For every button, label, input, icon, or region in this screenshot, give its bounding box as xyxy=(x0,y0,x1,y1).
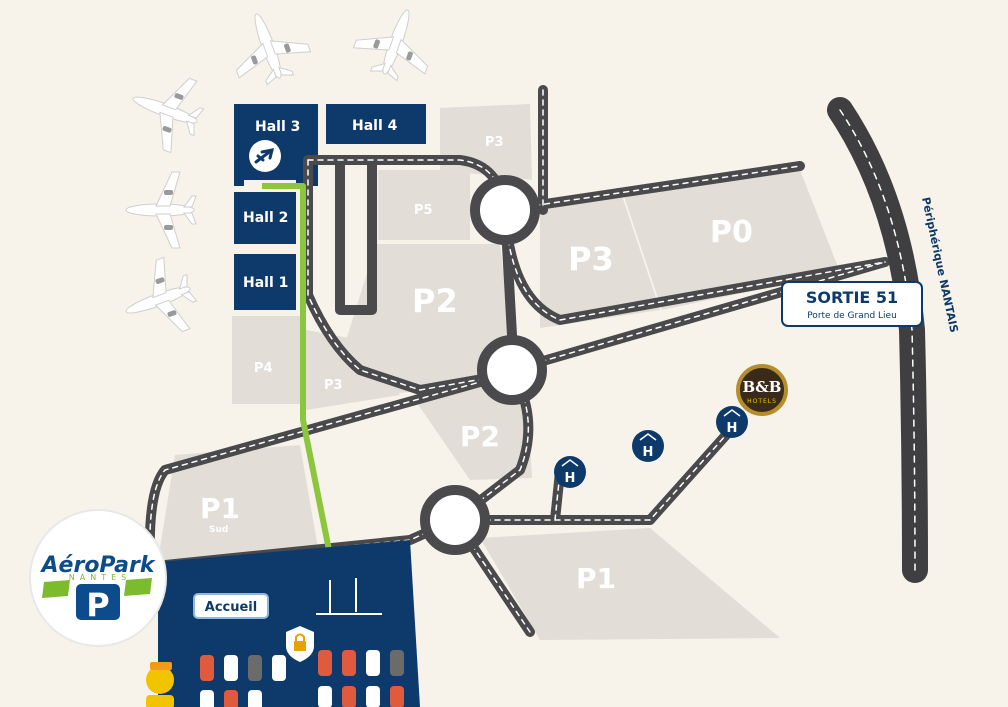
zone-label-p1-right: P1 xyxy=(576,562,616,595)
aeropark-lot: Accueil xyxy=(146,540,420,707)
hotel-icon: H xyxy=(632,430,664,462)
airplane-icon xyxy=(347,0,444,90)
zone-label-p2-main: P2 xyxy=(412,282,458,320)
hall-4-block xyxy=(326,104,426,144)
svg-text:H: H xyxy=(643,445,654,460)
zone-p1-right-area xyxy=(480,528,780,640)
zone-label-p3-right: P3 xyxy=(568,240,614,278)
zone-label-p3-small: P3 xyxy=(324,378,343,393)
zone-p5-area xyxy=(378,170,470,240)
aeropark-logo-letter: P xyxy=(86,586,109,624)
zone-p3-right-area xyxy=(540,196,660,328)
hotel-icon: H xyxy=(554,456,586,488)
ring-road-label: Périphérique NANTAIS xyxy=(919,196,960,334)
airplane-icon xyxy=(112,251,206,348)
zone-label-p0: P0 xyxy=(710,215,753,250)
bb-hotels-sub: HOTELS xyxy=(747,398,777,405)
roundabout xyxy=(470,175,540,245)
hall-1-label: Hall 1 xyxy=(243,275,288,291)
zone-label-p5: P5 xyxy=(414,203,433,218)
security-lock-icon xyxy=(286,626,314,662)
attendant-icon xyxy=(146,662,174,707)
airplane-icon xyxy=(220,0,317,94)
svg-text:H: H xyxy=(565,471,576,486)
zone-label-p1-sud: P1 xyxy=(200,492,240,525)
bb-hotels-logo: B&B HOTELS xyxy=(736,364,788,416)
walking-path xyxy=(262,183,333,556)
roundabout xyxy=(477,335,547,405)
aeropark-logo-city: NANTES xyxy=(69,573,131,582)
hall-3-label: Hall 3 xyxy=(255,119,300,135)
accueil-label: Accueil xyxy=(205,600,257,615)
zone-label-p3-top: P3 xyxy=(485,135,504,150)
parked-cars xyxy=(200,650,404,707)
hotel-markers: H H H B&B HOTELS xyxy=(554,364,788,488)
zone-p2-main-area xyxy=(340,244,510,395)
zone-label-p4: P4 xyxy=(254,361,273,376)
exit-sign-subtitle: Porte de Grand Lieu xyxy=(807,311,897,321)
zone-p2-lower-area xyxy=(415,385,532,480)
zone-label-p2-lower: P2 xyxy=(460,420,500,453)
zone-label-p1-sud-sub: Sud xyxy=(209,525,228,535)
hall-2-block xyxy=(234,192,296,244)
hall-4-label: Hall 4 xyxy=(352,118,398,134)
exit-sign: SORTIE 51 Porte de Grand Lieu xyxy=(781,281,923,327)
airplane-icon xyxy=(119,62,213,159)
terminal: Hall 3 Hall 4 Hall 2 Hall 1 xyxy=(234,104,426,310)
hall-1-block xyxy=(234,254,296,310)
hall-2-label: Hall 2 xyxy=(243,210,288,226)
hotel-icon: H xyxy=(716,406,748,438)
zone-p4-area xyxy=(232,316,300,404)
svg-text:H: H xyxy=(727,421,738,436)
roads xyxy=(144,85,928,637)
zone-p1-sud-area xyxy=(158,445,318,560)
roundabout xyxy=(420,485,490,555)
airport-icon xyxy=(249,140,281,172)
accueil-button: Accueil xyxy=(193,593,269,619)
bb-hotels-brand: B&B xyxy=(743,378,782,396)
aeropark-logo: AéroPark NANTES P xyxy=(29,509,167,647)
exit-sign-title: SORTIE 51 xyxy=(806,288,898,307)
aeropark-logo-brand: AéroPark xyxy=(40,553,156,578)
airplane-icon xyxy=(125,171,197,249)
zone-labels: P3 P5 P3 P0 P2 P4 P3 P2 P1 Sud P1 xyxy=(200,135,753,595)
